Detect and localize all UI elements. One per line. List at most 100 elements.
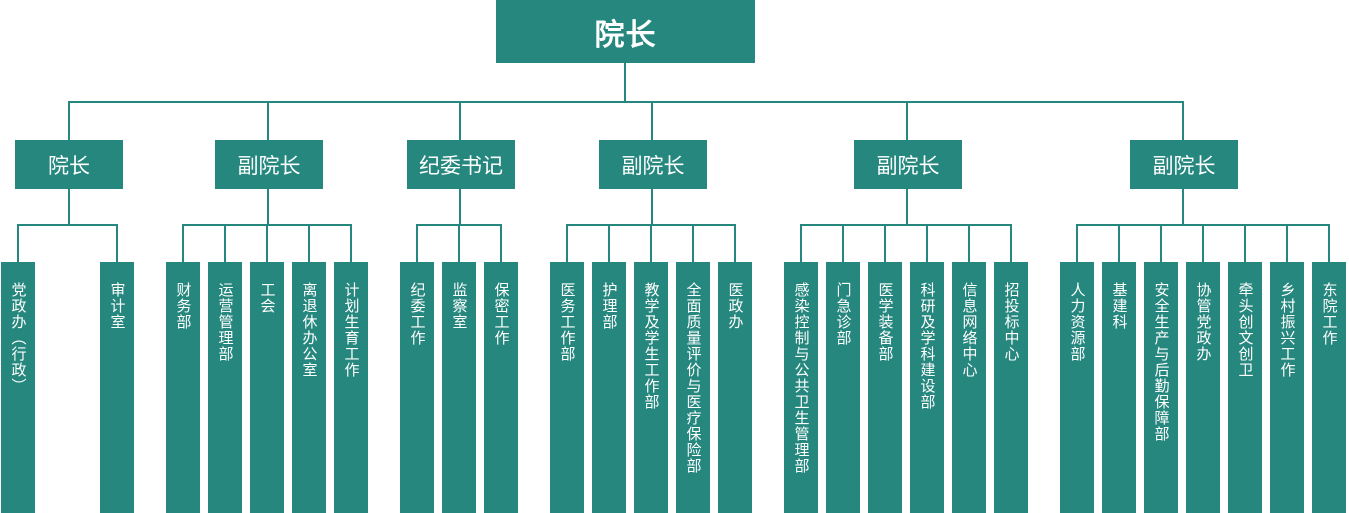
dept-connector [1286,224,1288,262]
department-label: 招投标中心 [1002,282,1021,362]
group-connector [906,189,908,224]
group-head-box: 副院长 [215,140,323,189]
dept-connector [308,224,310,262]
department-label: 工会 [258,282,277,314]
group-head-box: 院长 [15,140,123,189]
top-bus [68,101,1184,103]
department-label: 感染控制与公共卫生管理部 [792,282,811,474]
group-head-label: 副院长 [1152,153,1216,178]
department-box: 协管党政办 [1186,262,1220,513]
department-label: 乡村振兴工作 [1278,282,1297,378]
dept-connector [458,224,460,262]
department-box: 安全生产与后勤保障部 [1144,262,1178,513]
department-box: 东院工作 [1312,262,1346,513]
dept-connector [116,224,118,262]
department-label: 信息网络中心 [960,282,979,378]
department-label: 医学装备部 [876,282,895,362]
department-box: 信息网络中心 [952,262,986,513]
department-label: 运营管理部 [216,282,235,362]
dept-connector [1328,224,1330,262]
department-label: 医务工作部 [558,282,577,362]
dept-connector [224,224,226,262]
department-box: 医学装备部 [868,262,902,513]
dept-connector [650,224,652,262]
department-box: 门急诊部 [826,262,860,513]
department-box: 监察室 [442,262,476,513]
group-connector [267,189,269,224]
department-box: 医务工作部 [550,262,584,513]
department-box: 乡村振兴工作 [1270,262,1304,513]
department-box: 计划生育工作 [334,262,368,513]
department-label: 科研及学科建设部 [918,282,937,410]
department-label: 护理部 [600,282,619,330]
department-box: 纪委工作 [400,262,434,513]
group-bus [800,224,1012,226]
group-connector [651,189,653,224]
dept-connector [1118,224,1120,262]
dept-connector [926,224,928,262]
dept-connector [1160,224,1162,262]
department-label: 基建科 [1110,282,1129,330]
department-box: 感染控制与公共卫生管理部 [784,262,818,513]
department-box: 工会 [250,262,284,513]
dept-connector [734,224,736,262]
group-head-label: 院长 [48,153,90,178]
dept-connector [566,224,568,262]
department-box: 医政办 [718,262,752,513]
department-box: 财务部 [166,262,200,513]
department-label: 计划生育工作 [342,282,361,378]
department-label: 教学及学生工作部 [642,282,661,410]
department-label: 全面质量评价与医疗保险部 [684,282,703,474]
dept-connector [1010,224,1012,262]
department-box: 教学及学生工作部 [634,262,668,513]
department-box: 基建科 [1102,262,1136,513]
department-label: 东院工作 [1320,282,1339,346]
root-label: 院长 [594,17,657,53]
head-connector [651,101,653,140]
dept-connector [608,224,610,262]
department-label: 党政办（行政） [9,282,28,394]
department-label: 审计室 [108,282,127,330]
dept-connector [1244,224,1246,262]
group-head-label: 副院长 [621,153,685,178]
dept-connector [182,224,184,262]
department-box: 审计室 [100,262,134,513]
group-head-box: 副院长 [599,140,707,189]
group-head-box: 副院长 [854,140,962,189]
department-box: 运营管理部 [208,262,242,513]
department-label: 财务部 [174,282,193,330]
head-connector [68,101,70,140]
department-box: 离退休办公室 [292,262,326,513]
department-label: 纪委工作 [408,282,427,346]
group-connector [459,189,461,224]
head-connector [1182,101,1184,140]
root-box: 院长 [496,0,755,63]
department-box: 护理部 [592,262,626,513]
group-head-box: 副院长 [1130,140,1238,189]
department-label: 门急诊部 [834,282,853,346]
root-connector [624,63,626,102]
dept-connector [416,224,418,262]
head-connector [267,101,269,140]
department-box: 党政办（行政） [1,262,35,513]
dept-connector [350,224,352,262]
group-connector [68,189,70,224]
department-box: 招投标中心 [994,262,1028,513]
group-head-label: 纪委书记 [419,153,503,178]
department-box: 人力资源部 [1060,262,1094,513]
department-label: 协管党政办 [1194,282,1213,362]
department-label: 离退休办公室 [300,282,319,378]
dept-connector [692,224,694,262]
department-box: 全面质量评价与医疗保险部 [676,262,710,513]
group-head-box: 纪委书记 [407,140,515,189]
department-label: 牵头创文创卫 [1236,282,1255,378]
dept-connector [500,224,502,262]
department-label: 保密工作 [492,282,511,346]
dept-connector [842,224,844,262]
dept-connector [1202,224,1204,262]
dept-connector [1076,224,1078,262]
department-box: 保密工作 [484,262,518,513]
group-head-label: 副院长 [237,153,301,178]
head-connector [459,101,461,140]
